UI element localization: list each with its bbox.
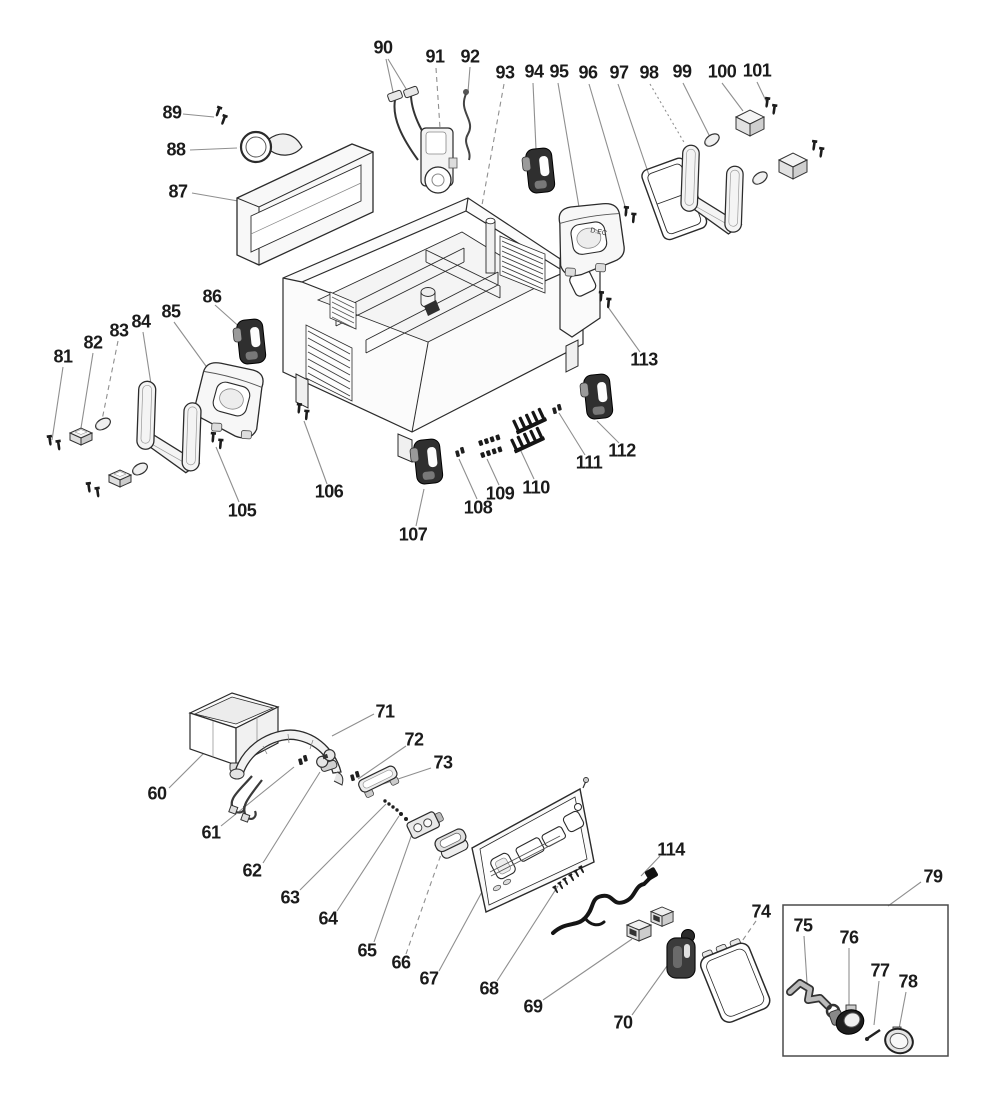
part-86-latch: [231, 317, 267, 366]
inset-box-79: [782, 904, 949, 1057]
part-111-clip: [551, 403, 563, 415]
part-89-screws: [212, 105, 230, 125]
part-105-screws: [209, 432, 224, 450]
leader-lines: [51, 58, 922, 1030]
part-88-clamp: [239, 130, 303, 164]
part-64-screw-dots: [399, 812, 408, 821]
part-92-wire: [463, 89, 471, 161]
unlabeled-screws-left: [86, 481, 101, 499]
part-69-connectors: [626, 906, 674, 942]
part-81-screws: [47, 434, 62, 452]
part-95-speaker-box: D.EC: [555, 200, 628, 280]
part-96-screws: [622, 206, 637, 224]
part-66-bracket: [434, 828, 469, 859]
part-100-cube: [735, 109, 765, 137]
part-60-battery-box: [188, 692, 280, 772]
part-87-tray: [236, 143, 374, 266]
part-71-handle: [229, 729, 344, 786]
part-114-wire-harness: [551, 867, 658, 935]
unlabeled-cube-left: [108, 469, 132, 488]
part-77-pin: [865, 1028, 881, 1041]
part-63-screw-dots: [383, 799, 399, 812]
part-109-terminals: [478, 434, 503, 459]
unlabeled-cube-right: [778, 152, 808, 180]
part-112-latch: [578, 372, 614, 421]
unlabeled-pin-right: [749, 168, 771, 188]
part-99-pin: [701, 130, 723, 150]
part-72-pins: [349, 770, 361, 782]
part-94-latch: [520, 146, 556, 195]
part-65-connector: [406, 811, 444, 839]
unlabeled-pin-left: [129, 460, 151, 478]
part-73-rail: [358, 765, 400, 798]
part-108-clip: [454, 446, 466, 458]
part-67-panel: [471, 777, 595, 914]
part-82-clip: [69, 427, 93, 446]
part-78-cap: [884, 1026, 914, 1055]
part-62-hinge: [297, 749, 338, 772]
part-93-case-body: [282, 197, 601, 463]
part-85-speaker-box: [192, 361, 265, 441]
unlabeled-screws-right: [810, 140, 825, 158]
part-74-door: [699, 938, 771, 1023]
part-83-pin: [92, 415, 114, 433]
part-98-u-bracket: [679, 144, 745, 236]
part-61-wires: [228, 775, 263, 823]
part-70-boot: [666, 929, 696, 979]
part-110-terminal-combs: [509, 407, 548, 454]
part-107-latch: [408, 437, 444, 486]
part-84-u-bracket: [135, 380, 203, 474]
part-76-socket: [828, 1004, 865, 1035]
molded-text: D.EC: [590, 227, 608, 237]
part-91-bracket: [420, 127, 458, 194]
